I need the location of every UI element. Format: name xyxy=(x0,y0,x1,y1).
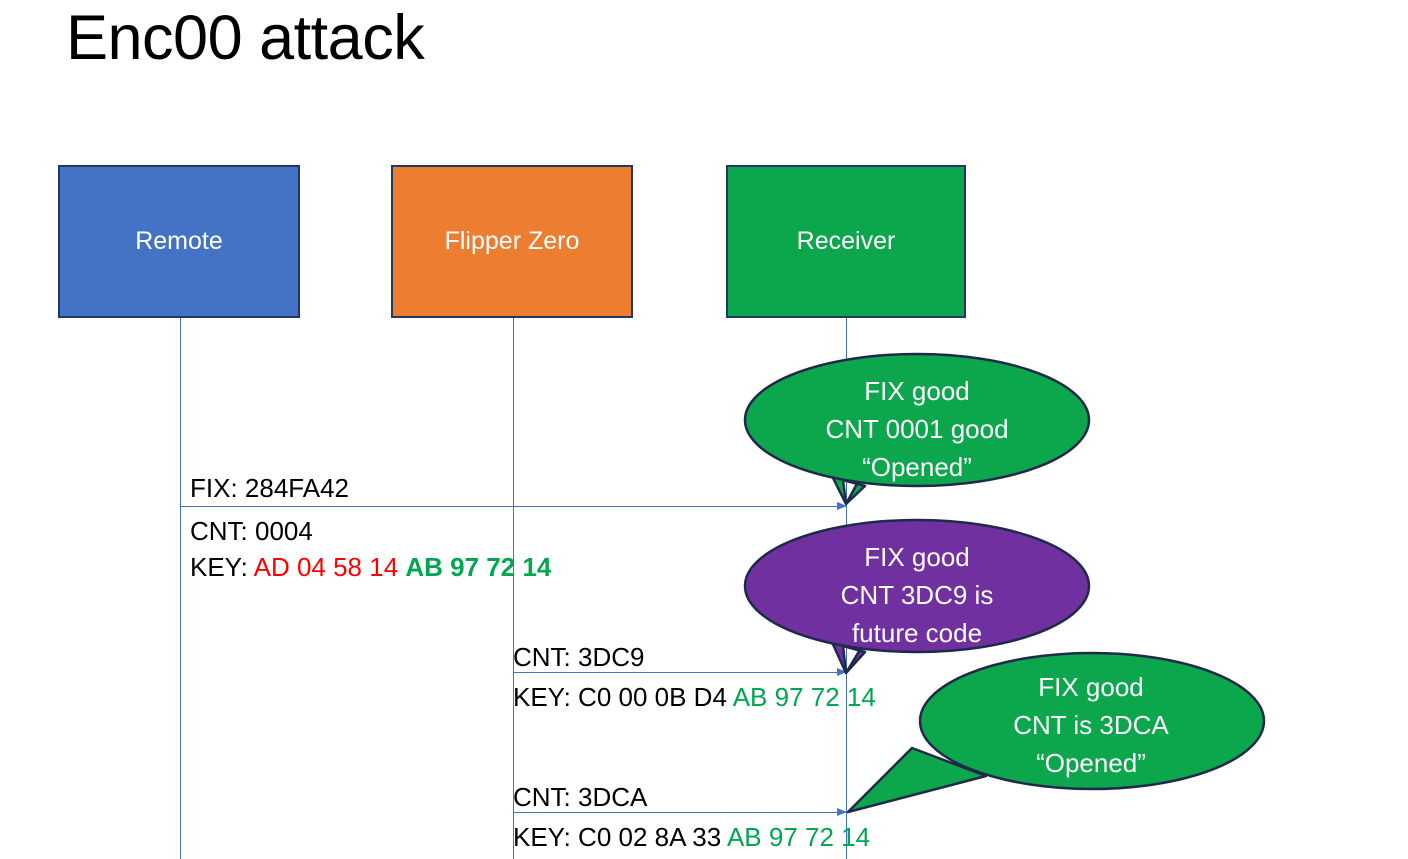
actor-label-receiver: Receiver xyxy=(796,227,896,255)
key-green-segment-1: AB 97 72 14 xyxy=(405,552,552,582)
lifeline-flipper-zero xyxy=(513,318,514,859)
message-label-cnt-0004: CNT: 0004 xyxy=(190,516,313,546)
callout-shape-2 xyxy=(743,518,1091,675)
actor-box-remote[interactable]: Remote xyxy=(58,165,300,318)
message-label-key-3: KEY: C0 02 8A 33 AB 97 72 14 xyxy=(513,819,870,855)
lifeline-remote xyxy=(180,318,181,859)
message-label-cnt-3dc9: CNT: 3DC9 xyxy=(513,642,645,672)
key-prefix-2: KEY: C0 00 0B D4 xyxy=(513,682,733,712)
key-green-segment-3: AB 97 72 14 xyxy=(726,822,871,852)
callout-shape-3 xyxy=(846,651,1266,814)
actor-label-remote: Remote xyxy=(135,227,223,255)
actor-box-flipper-zero[interactable]: Flipper Zero xyxy=(391,165,633,318)
callout-shape-1 xyxy=(743,352,1091,506)
message-arrow-flipper-to-receiver-2 xyxy=(513,808,847,816)
message-label-key-2: KEY: C0 00 0B D4 AB 97 72 14 xyxy=(513,679,876,715)
key-prefix-3: KEY: C0 02 8A 33 xyxy=(513,822,727,852)
actor-box-receiver[interactable]: Receiver xyxy=(726,165,966,318)
callout-bubble-receiver-accept-0001: FIX good CNT 0001 good “Opened” xyxy=(743,352,1091,512)
message-arrow-flipper-to-receiver-1 xyxy=(513,668,847,676)
page-title: Enc00 attack xyxy=(66,3,425,73)
key-red-segment-1: AD 04 58 14 xyxy=(253,552,406,582)
message-label-cnt-3dca: CNT: 3DCA xyxy=(513,782,648,812)
message-label-fix: FIX: 284FA42 xyxy=(190,473,349,503)
callout-bubble-receiver-accept-3dca: FIX good CNT is 3DCA “Opened” xyxy=(846,651,1266,814)
message-arrow-remote-to-receiver xyxy=(180,502,847,510)
key-green-segment-2: AB 97 72 14 xyxy=(732,682,876,712)
message-label-key-1: KEY: AD 04 58 14 AB 97 72 14 xyxy=(190,549,551,585)
actor-label-flipper-zero: Flipper Zero xyxy=(444,227,580,255)
key-prefix-1: KEY: xyxy=(190,552,254,582)
